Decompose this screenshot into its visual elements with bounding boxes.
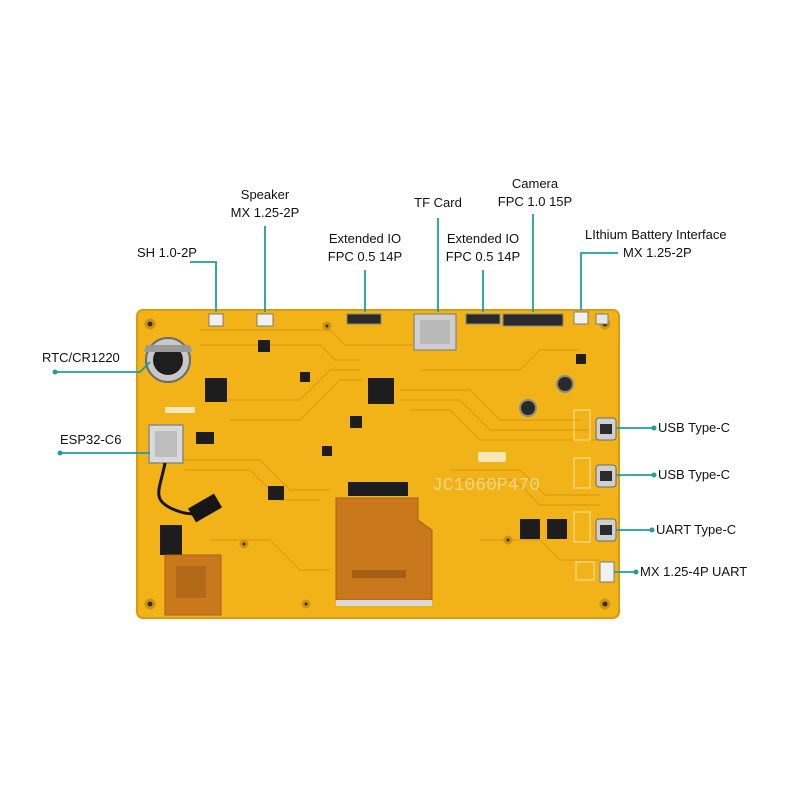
- pcb-traces: [180, 329, 600, 571]
- battery-connector-label: MX 1.25-2P: [623, 245, 692, 260]
- extended-io-left-connector: [346, 313, 382, 325]
- sh-connector-label: SH 1.0-2P: [137, 245, 197, 260]
- ic-chips: [196, 340, 586, 539]
- board-model-silkscreen: JC1060P470: [432, 476, 540, 496]
- display-flex-cable: [335, 482, 433, 606]
- callout-dots: [52, 369, 657, 575]
- speaker-connector: [256, 313, 274, 327]
- extended-io-right-connector-label: FPC 0.5 14P: [445, 249, 521, 264]
- speaker-connector-label: MX 1.25-2P: [230, 205, 300, 220]
- uart-mx-connector: [599, 561, 615, 583]
- pcb-board: [137, 310, 619, 618]
- extended-io-left-connector-label: FPC 0.5 14P: [327, 249, 403, 264]
- esp32-label: ESP32-C6: [60, 432, 122, 447]
- sh-connector: [208, 313, 224, 327]
- touch-flex-cable: [160, 525, 222, 616]
- silkscreen-patches: [165, 407, 591, 543]
- extended-io-right-label: Extended IO: [446, 231, 520, 246]
- extended-io-right-connector: [465, 313, 501, 325]
- rtc-label: RTC/CR1220: [42, 350, 120, 365]
- extended-io-left-label: Extended IO: [328, 231, 402, 246]
- esp32-c6-module: [148, 424, 222, 523]
- camera-connector-label: FPC 1.0 15P: [497, 194, 573, 209]
- battery-label: LIthium Battery Interface: [585, 227, 727, 242]
- speaker-label: Speaker: [240, 187, 290, 202]
- capacitors: [519, 375, 574, 417]
- usb-typec-1-label: USB Type-C: [658, 420, 731, 435]
- battery-connector: [573, 311, 589, 325]
- usb-typec-2-label: USB Type-C: [658, 467, 731, 482]
- rtc-coin-cell-holder: [144, 337, 192, 383]
- camera-label: Camera: [511, 176, 559, 191]
- callout-lines: [55, 214, 654, 573]
- right-connectors: [575, 417, 617, 583]
- camera-connector: [502, 313, 564, 327]
- tf-card-label: TF Card: [414, 195, 462, 210]
- top-connectors: [208, 311, 609, 351]
- uart-typec-label: UART Type-C: [656, 522, 737, 537]
- uart-mx-label: MX 1.25-4P UART: [640, 564, 748, 579]
- pcb-board-edge: [136, 309, 620, 619]
